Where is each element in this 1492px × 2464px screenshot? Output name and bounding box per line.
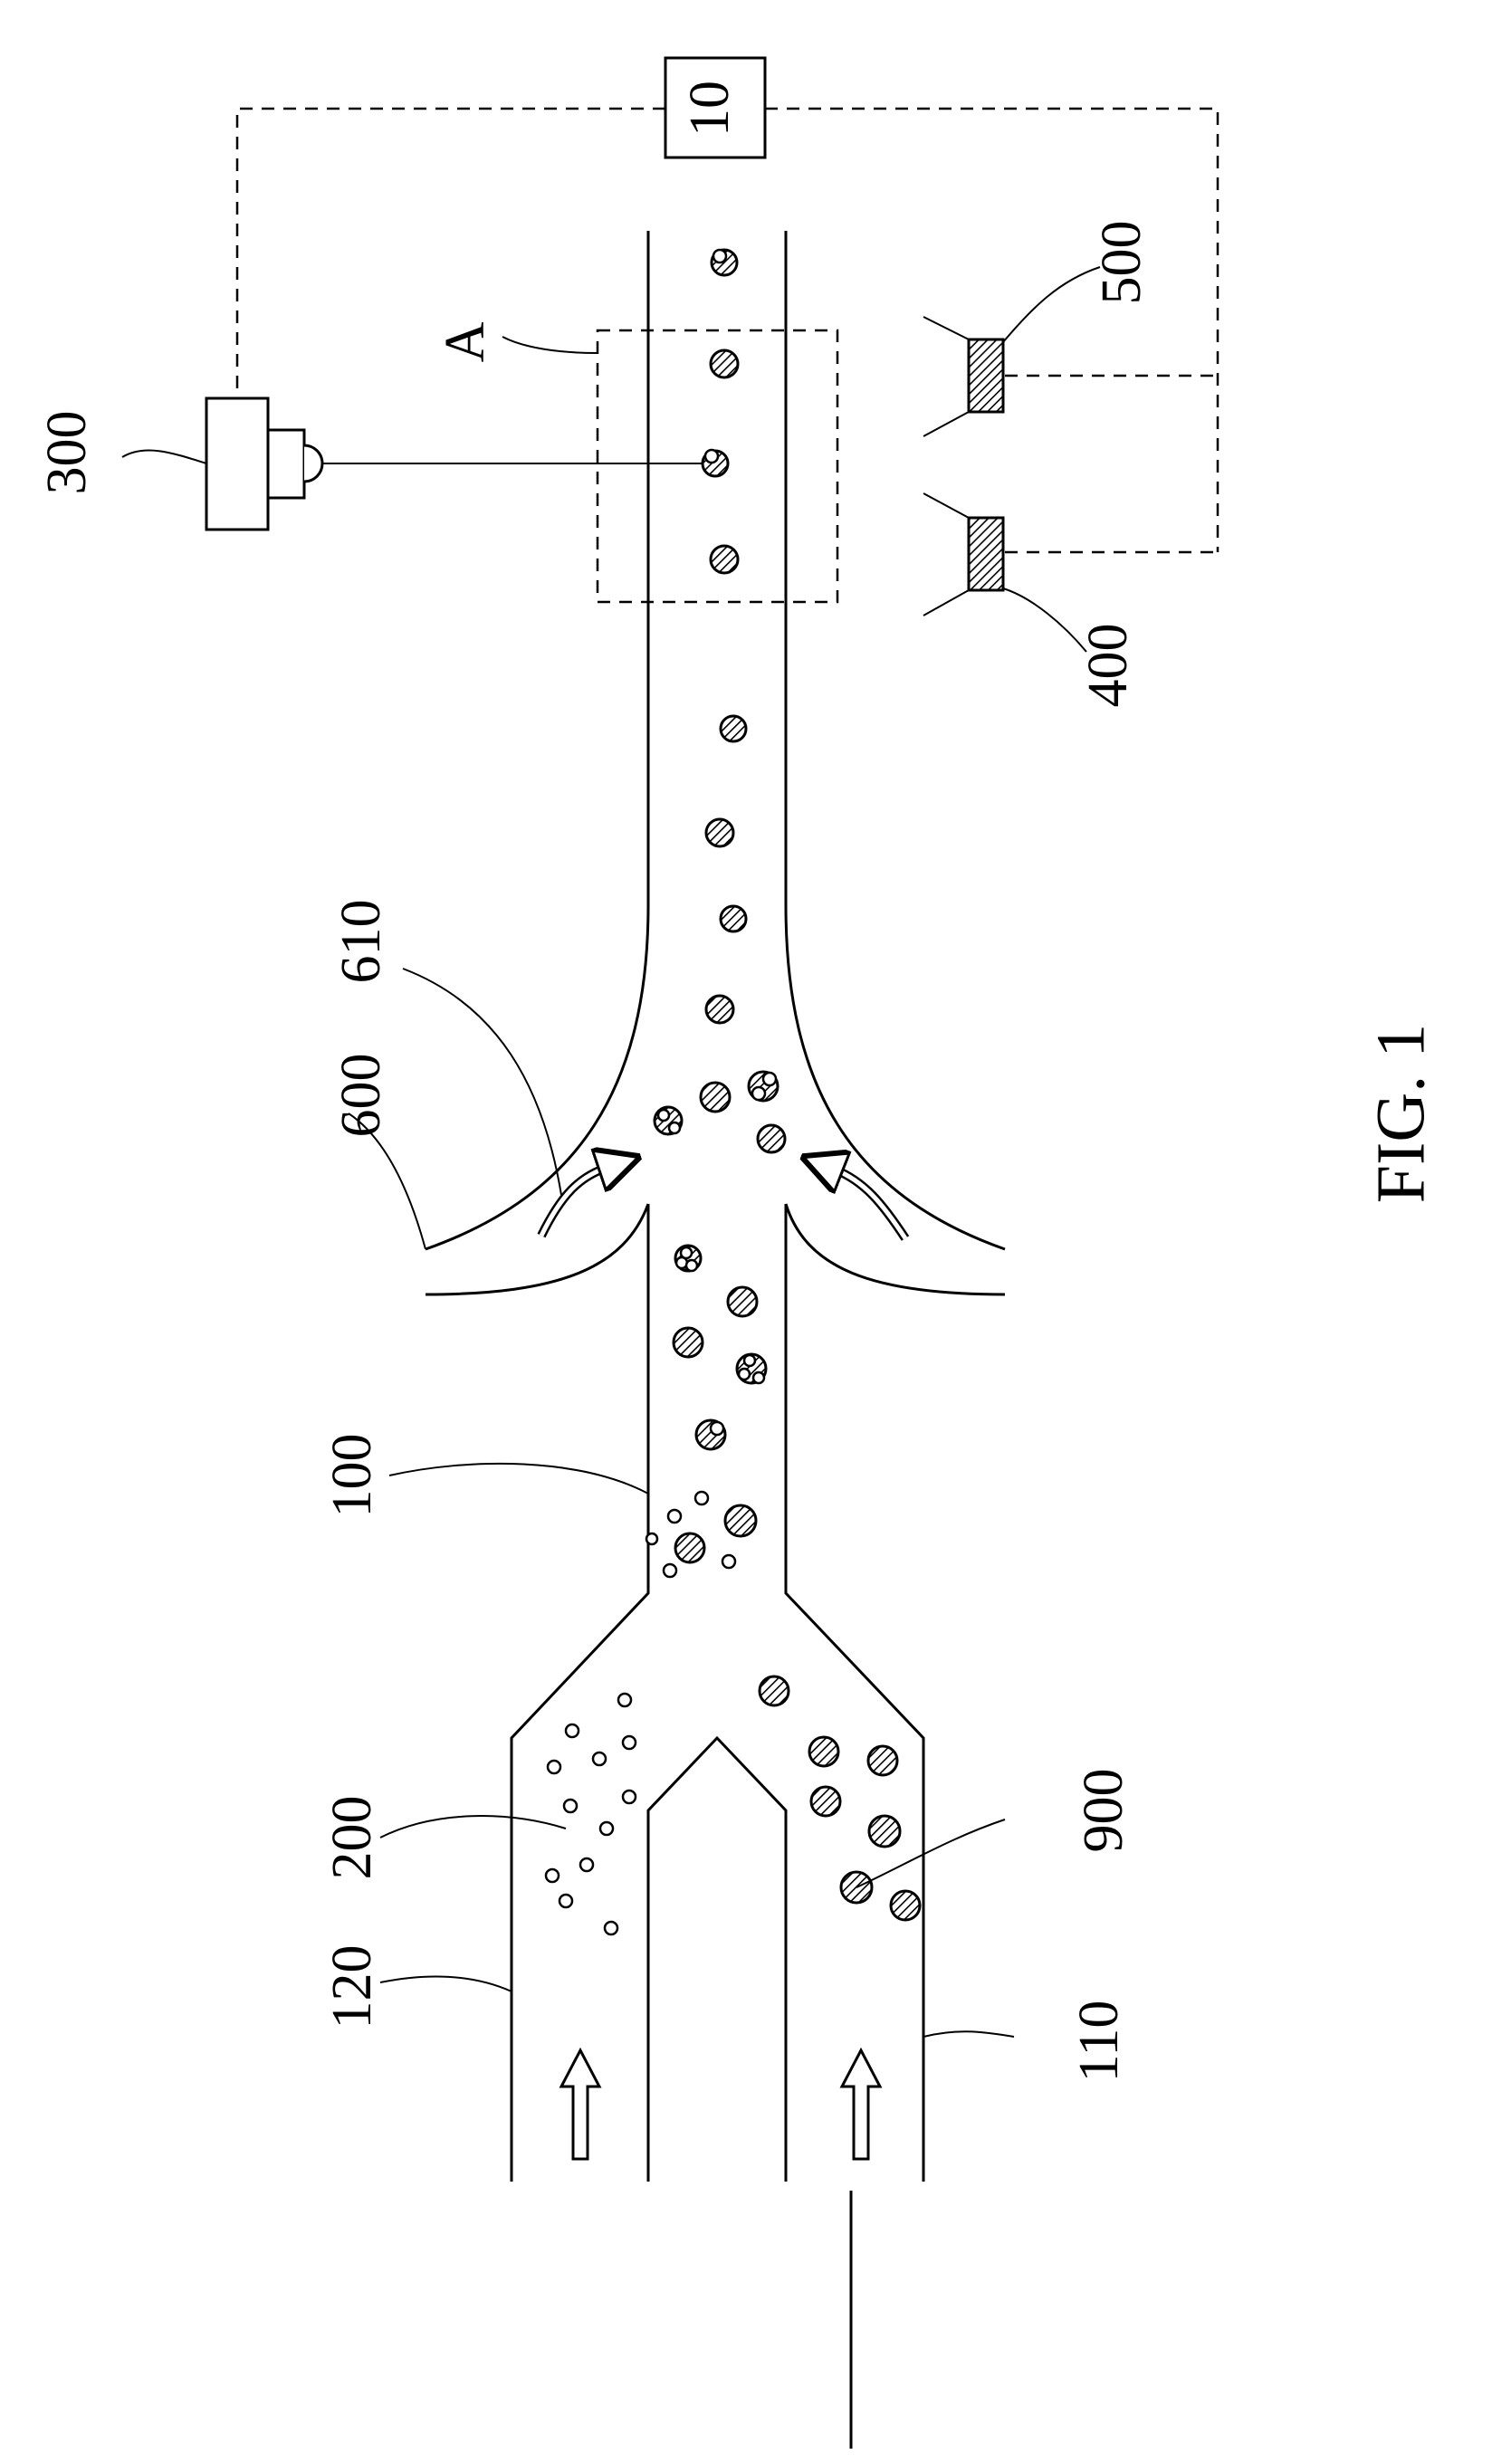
bead — [668, 1510, 681, 1523]
bead — [686, 1260, 697, 1271]
bead — [618, 1694, 631, 1706]
leader-200 — [380, 1816, 566, 1838]
controller-10: 10 — [665, 58, 765, 158]
leader-110 — [923, 2031, 1014, 2037]
cell — [758, 1125, 785, 1152]
bead — [664, 1564, 676, 1577]
label-100: 100 — [321, 1434, 383, 1518]
region-a-label: A — [435, 321, 496, 362]
cell — [725, 1505, 756, 1536]
label-400: 400 — [1077, 624, 1139, 708]
label-120: 120 — [321, 1945, 383, 2029]
label-900: 900 — [1073, 1769, 1134, 1853]
bead — [560, 1895, 572, 1907]
cell — [811, 1787, 840, 1816]
bead — [566, 1724, 579, 1737]
bead — [752, 1087, 765, 1100]
leader-610 — [403, 969, 561, 1195]
light-source-400 — [923, 493, 1086, 652]
light-source-500 — [923, 267, 1100, 436]
leader-lines — [122, 450, 1014, 2037]
bead — [744, 1355, 755, 1366]
beads-200 — [546, 250, 776, 1934]
figure-caption: FIG. 1 — [1363, 1024, 1439, 1203]
label-500: 500 — [1091, 221, 1152, 305]
cell — [706, 996, 733, 1023]
cell — [674, 1328, 703, 1357]
bead — [546, 1869, 559, 1882]
bead — [695, 1492, 708, 1504]
cell — [711, 546, 738, 573]
label-110: 110 — [1068, 2001, 1130, 2083]
label-200: 200 — [321, 1796, 383, 1880]
bead — [713, 250, 726, 263]
signal-lines — [237, 109, 1218, 552]
bead — [763, 1073, 776, 1085]
sheath-flow-arrows — [541, 1168, 905, 1238]
cell — [760, 1676, 789, 1705]
cell — [721, 906, 746, 931]
cell — [711, 350, 738, 377]
label-300: 300 — [36, 411, 98, 495]
bead — [548, 1761, 560, 1773]
bead — [658, 1110, 669, 1121]
cell — [728, 1287, 757, 1316]
bead — [623, 1791, 636, 1803]
leader-300 — [122, 450, 206, 463]
bead — [580, 1858, 593, 1871]
bead — [646, 1533, 657, 1544]
cell — [809, 1737, 838, 1766]
bead — [739, 1369, 750, 1380]
cell — [868, 1746, 897, 1775]
cell — [891, 1891, 920, 1920]
inlet-arrows — [561, 2050, 880, 2159]
cell — [675, 1533, 704, 1562]
detail-region-a: A — [435, 321, 837, 602]
cell — [869, 1816, 900, 1847]
bead — [564, 1800, 577, 1812]
bead — [705, 450, 718, 463]
bead — [711, 1422, 723, 1435]
reference-labels: 300 500 400 610 600 100 200 120 900 110 — [36, 221, 1152, 2083]
leader-100 — [389, 1464, 648, 1494]
bead — [600, 1822, 613, 1835]
detector-300 — [206, 398, 715, 530]
cell — [721, 716, 746, 741]
bead — [593, 1752, 606, 1765]
controller-label: 10 — [679, 81, 741, 137]
cell — [701, 1083, 730, 1112]
bead — [753, 1372, 764, 1383]
bead — [681, 1247, 692, 1258]
cell — [706, 819, 733, 846]
bead — [623, 1736, 636, 1749]
bead — [669, 1122, 680, 1133]
label-610: 610 — [330, 900, 392, 984]
leader-120 — [380, 1976, 512, 1991]
label-600: 600 — [330, 1054, 392, 1138]
bead — [605, 1922, 617, 1934]
bead — [722, 1555, 735, 1568]
